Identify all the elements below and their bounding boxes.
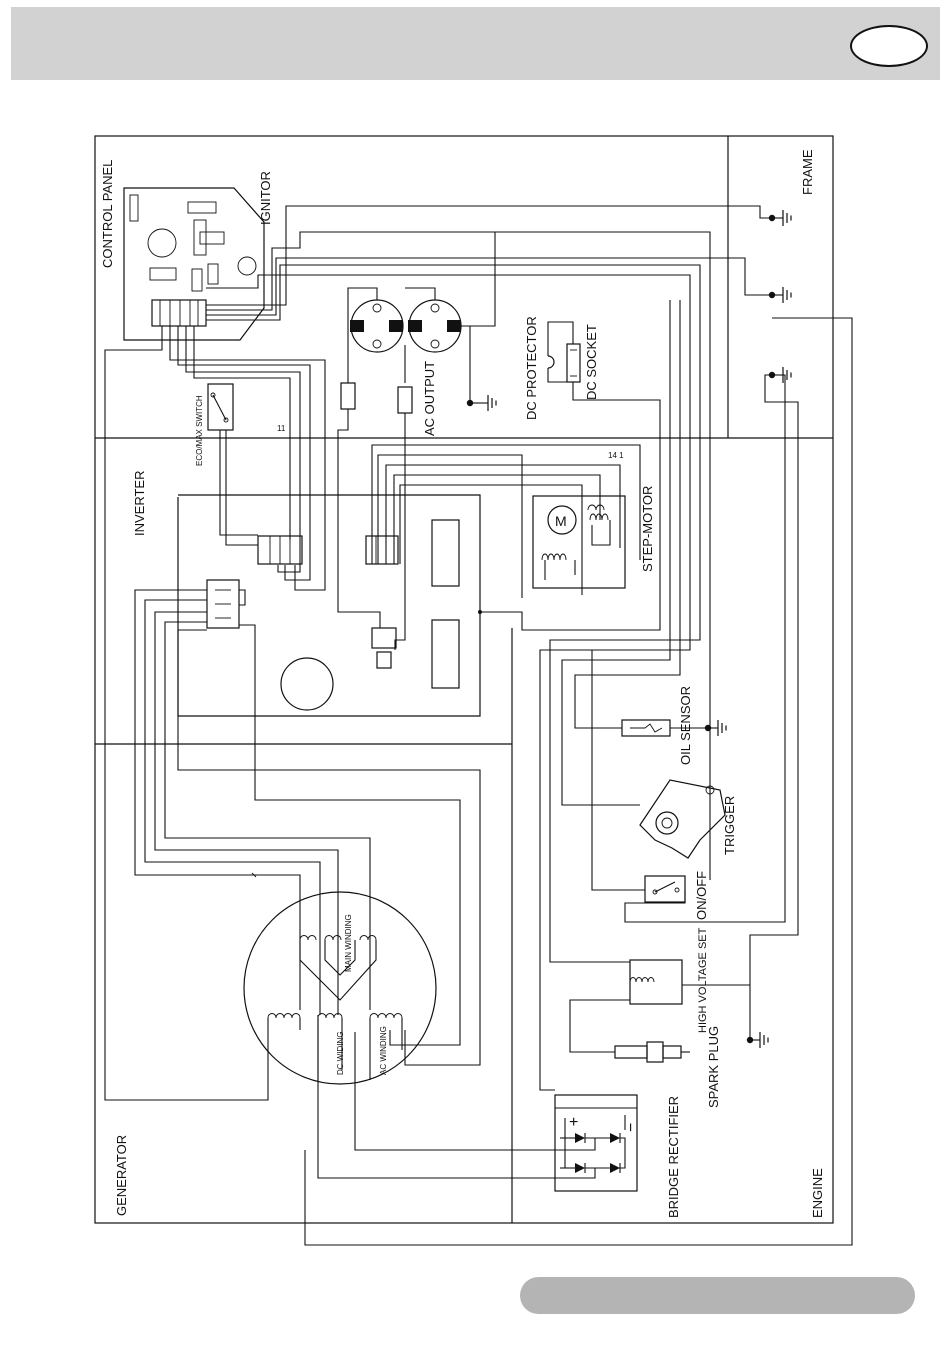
high-voltage-set [570,960,750,1052]
diode-icon [575,1133,585,1143]
spark-plug-icon [615,1046,647,1058]
inverter-label: INVERTER [132,471,147,537]
generator-label: GENERATOR [114,1135,129,1216]
wire-mark-11: 11 [277,424,286,433]
ground-icon [480,395,496,411]
wire-mark-14: 14 1 [608,451,624,460]
ac-output-label: AC OUTPUT [422,361,437,436]
dc-socket-label: DC SOCKET [584,324,599,400]
section-frames [95,136,852,1245]
plus-sign: + [569,1114,578,1131]
step-motor-label: STEP-MOTOR [640,486,655,572]
engine-label: ENGINE [810,1168,825,1218]
bridge-rectifier [318,1015,637,1191]
main-winding-label: MAIN WINDING [344,914,353,972]
spark-plug-label: SPARK PLUG [706,1026,721,1108]
coil-icon [630,978,654,983]
trigger-label: TRIGGER [722,796,737,855]
eco-max-switch-label: ECO/MAX SWITCH [195,395,204,466]
spark-plug [615,1042,690,1062]
ignitor-module [124,188,264,340]
dc-protector-socket [480,322,660,630]
ignitor-label: IGNITOR [258,171,273,225]
diode-icon [610,1163,620,1173]
control-panel-label: CONTROL PANEL [100,160,115,268]
oil-sensor-label: OIL SENSOR [678,686,693,765]
ground-icon [710,720,726,736]
ground-icon [752,1032,768,1048]
step-motor [533,496,625,588]
on-off-switch [592,375,798,1040]
ground-icon [775,210,791,226]
frame-label: FRAME [800,149,815,195]
switch-icon [213,395,226,420]
ground-icon [775,287,791,303]
ac-output-sockets [338,232,495,650]
high-voltage-set-label: HIGH VOLTAGE SET [697,927,709,1033]
ac-winding-label: AC WINDING [379,1026,388,1075]
diode-icon [610,1133,620,1143]
on-off-label: ON/OFF [694,871,709,920]
dc-protector-label: DC PROTECTOR [524,316,539,420]
motor-symbol: M [555,513,567,529]
inverter-board [135,445,640,1065]
diode-icon [575,1163,585,1173]
bridge-rectifier-label: BRIDGE RECTIFIER [666,1096,681,1218]
dc-widing-label: DC WIDING [336,1031,345,1075]
eco-max-switch [208,384,258,545]
minus-sign: − [623,1123,640,1132]
junction-dots [467,215,775,1043]
